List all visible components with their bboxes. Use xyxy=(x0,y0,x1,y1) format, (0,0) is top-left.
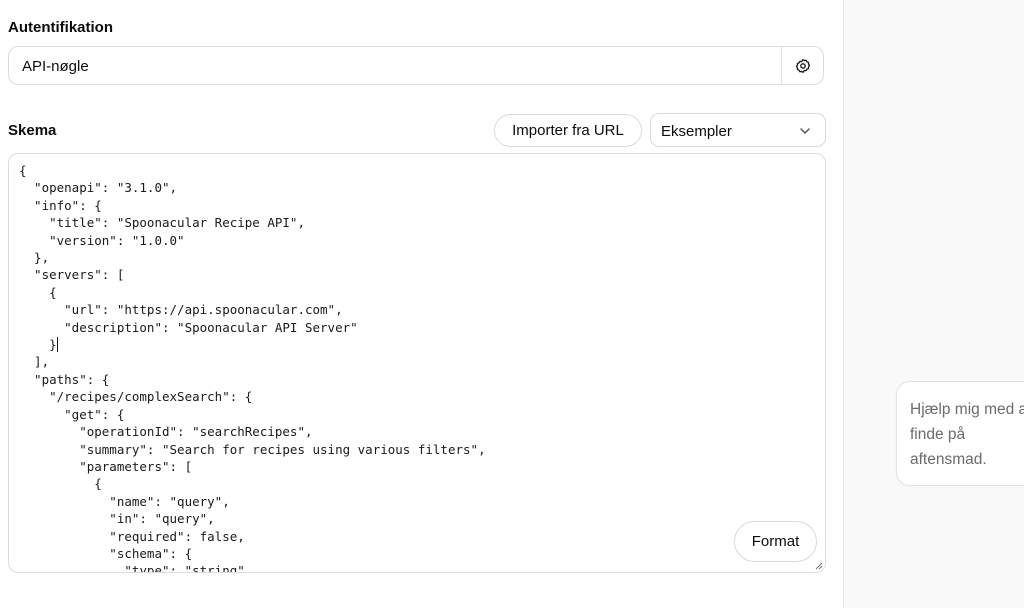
schema-editor[interactable]: { "openapi": "3.1.0", "info": { "title":… xyxy=(8,153,826,573)
authentication-divider xyxy=(781,47,782,84)
resize-handle-icon[interactable] xyxy=(814,561,823,570)
authentication-field[interactable]: API-nøgle xyxy=(8,46,824,85)
panel-divider xyxy=(843,0,844,608)
conversation-starter-card[interactable]: Hjælp mig med at finde på aftensmad. xyxy=(896,381,1024,486)
authentication-type-value: API-nøgle xyxy=(22,58,89,75)
gear-icon xyxy=(795,58,811,73)
examples-dropdown-label: Eksempler xyxy=(661,123,732,140)
examples-dropdown[interactable]: Eksempler xyxy=(650,113,826,147)
import-from-url-button[interactable]: Importer fra URL xyxy=(494,114,642,147)
authentication-settings-button[interactable] xyxy=(782,47,824,84)
format-button[interactable]: Format xyxy=(734,521,817,562)
schema-label: Skema xyxy=(8,122,57,139)
authentication-label: Autentifikation xyxy=(8,19,113,36)
text-caret xyxy=(56,337,58,353)
schema-code-after-caret: ], "paths": { "/recipes/complexSearch": … xyxy=(34,354,486,573)
schema-code[interactable]: { "openapi": "3.1.0", "info": { "title":… xyxy=(19,162,486,573)
gpt-editor-panel: Autentifikation API-nøgle Skema Importer… xyxy=(8,19,826,573)
chevron-down-icon xyxy=(800,128,810,134)
preview-panel: Hjælp mig med at finde på aftensmad. xyxy=(844,0,1024,608)
schema-code-before-caret: { "openapi": "3.1.0", "info": { "title":… xyxy=(19,163,358,353)
conversation-starter-text: Hjælp mig med at finde på aftensmad. xyxy=(910,401,1024,468)
